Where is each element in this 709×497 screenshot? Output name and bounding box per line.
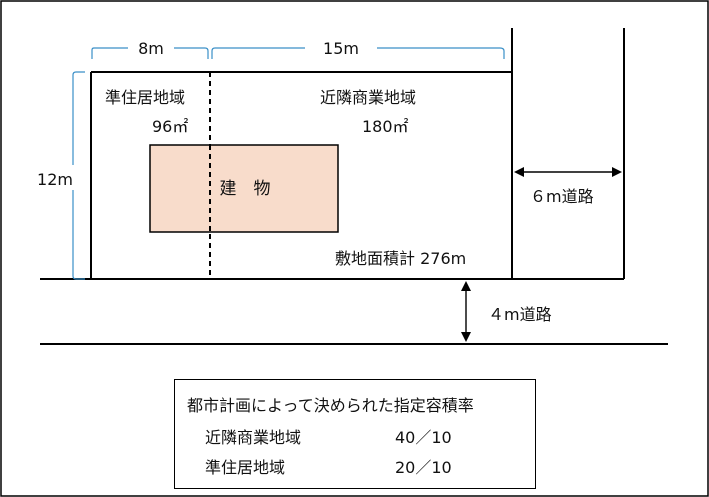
building-label: 建 物: [220, 179, 271, 199]
dim-gap-15m: [305, 40, 377, 56]
building-rect: [149, 144, 339, 233]
legend-zone-name: 近隣商業地域: [205, 428, 302, 447]
zone-left-area: 96㎡: [152, 117, 188, 136]
dim-gap-12m: [62, 165, 86, 190]
legend-title: 都市計画によって決められた指定容積率: [187, 396, 474, 415]
legend-zone-name: 準住居地域: [205, 458, 286, 477]
legend-row-residential: 準住居地域 20／10: [205, 454, 452, 478]
side-road-width-arrow: [514, 167, 622, 177]
floor-area-ratio-legend: 都市計画によって決められた指定容積率 近隣商業地域 40／10 準住居地域 20／1…: [174, 379, 536, 489]
zone-right-name: 近隣商業地域: [320, 88, 416, 107]
dim-gap-8m: [128, 40, 174, 56]
front-road-label: ４m道路: [488, 305, 552, 324]
side-road-label: ６m道路: [530, 187, 594, 206]
legend-zone-ratio: 20／10: [395, 458, 452, 477]
dimension-label-15m: 15m: [323, 39, 359, 58]
legend-row-commercial: 近隣商業地域 40／10: [205, 424, 452, 448]
zone-right-area: 180㎡: [362, 117, 409, 136]
site-total-area-label: 敷地面積計 276m: [335, 249, 466, 268]
zone-left-name: 準住居地域: [105, 88, 185, 107]
legend-zone-ratio: 40／10: [395, 428, 452, 447]
dimension-label-12m: 12m: [37, 170, 73, 189]
front-road-width-arrow: [461, 281, 471, 342]
dimension-label-8m: 8m: [138, 39, 164, 58]
